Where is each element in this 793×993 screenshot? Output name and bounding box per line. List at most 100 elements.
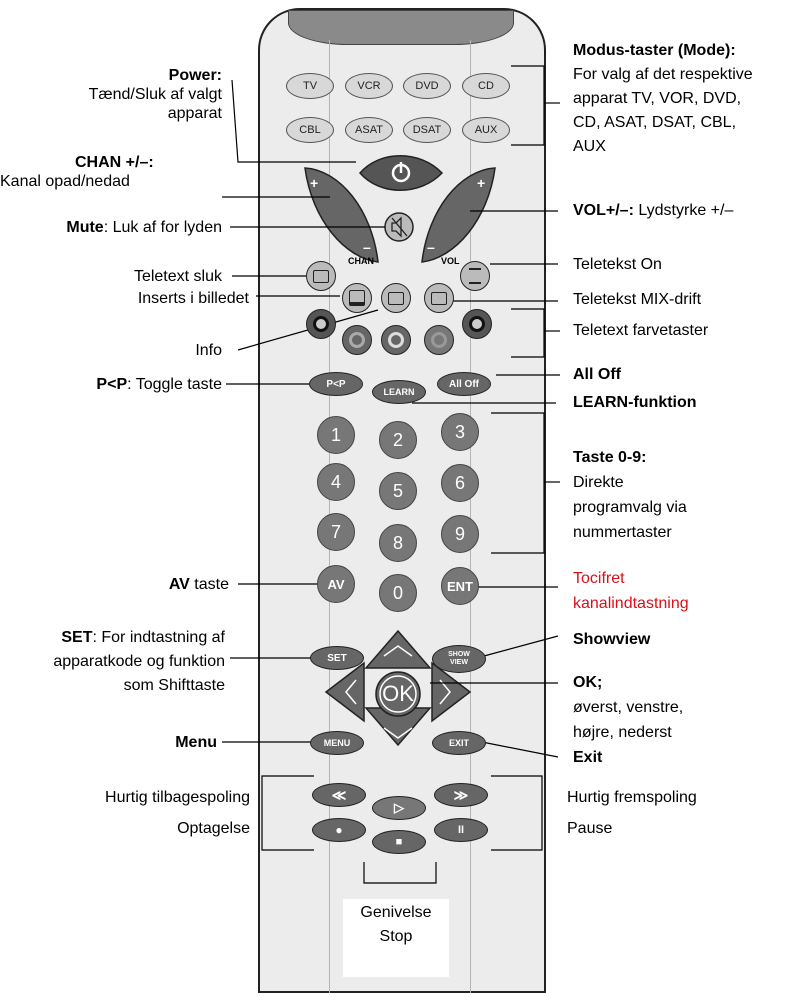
vol-label-text: VOL+/–: Lydstyrke +/–	[573, 200, 733, 221]
pip-title: P<P	[96, 376, 128, 393]
all-off-button[interactable]: All Off	[437, 372, 491, 396]
chan-minus-label: –	[363, 239, 371, 255]
pip-desc: : Toggle taste	[127, 376, 222, 393]
vol-minus-label: –	[427, 239, 435, 255]
color-key-extra[interactable]	[462, 309, 492, 339]
vol-label: VOL	[441, 256, 460, 266]
ok-desc-1: øverst, venstre,	[573, 699, 684, 716]
showview-button[interactable]: SHOW VIEW	[432, 645, 486, 673]
color-key-blue[interactable]	[424, 325, 454, 355]
mode-desc-1: For valg af det respektive	[573, 66, 753, 83]
power-title: Power:	[168, 67, 222, 84]
ok-title: OK;	[573, 674, 603, 691]
digit-0-button[interactable]: 0	[379, 574, 417, 612]
vol-plus-label: +	[477, 175, 486, 191]
digit-6-button[interactable]: 6	[441, 464, 479, 502]
digits-desc-1: Direkte	[573, 474, 624, 491]
info-screen-icon	[388, 291, 404, 305]
info-button[interactable]	[381, 283, 411, 313]
av-desc: taste	[189, 576, 229, 593]
rewind-button[interactable]: ≪	[312, 783, 366, 807]
mode-button-aux[interactable]: AUX	[462, 117, 510, 143]
teletext-mix-icon	[431, 291, 447, 305]
mute-label: Mute: Luk af for lyden	[0, 217, 222, 238]
mode-button-dvd[interactable]: DVD	[403, 73, 451, 99]
ent-button[interactable]: ENT	[441, 567, 479, 605]
chan-desc: Kanal opad/nedad	[0, 173, 130, 190]
mode-button-cbl[interactable]: CBL	[286, 117, 334, 143]
showview-label: Showview	[573, 631, 651, 648]
color-key-yellow[interactable]	[381, 325, 411, 355]
av-button[interactable]: AV	[317, 565, 355, 603]
ok-desc-2: højre, nederst	[573, 724, 672, 741]
stop-button[interactable]: ■	[372, 830, 426, 854]
inserts-button[interactable]	[342, 283, 372, 313]
menu-button[interactable]: MENU	[310, 731, 364, 755]
mode-desc-3: CD, ASAT, DSAT, CBL,	[573, 114, 737, 131]
teletext-mix-label: Teletekst MIX-drift	[573, 291, 702, 308]
vol-title: VOL+/–:	[573, 202, 634, 219]
set-desc-1: : For indtastning af	[92, 629, 225, 646]
mute-desc: : Luk af for lyden	[103, 219, 222, 236]
learn-button[interactable]: LEARN	[372, 380, 426, 404]
power-desc-1: Tænd/Sluk af valgt	[88, 86, 222, 103]
tv-screen-icon	[313, 269, 329, 283]
set-desc-3: som Shifttaste	[123, 677, 225, 694]
teletext-off-button[interactable]	[306, 261, 336, 291]
mute-title: Mute	[66, 219, 104, 236]
av-label: AV taste	[0, 574, 229, 595]
remote-ir-window	[288, 10, 514, 45]
teletext-colors-label: Teletext farvetaster	[573, 322, 709, 339]
ok-label: OK	[382, 681, 414, 706]
stop-label: Stop	[379, 928, 413, 945]
color-key-green[interactable]	[342, 325, 372, 355]
digit-2-button[interactable]: 2	[379, 421, 417, 459]
digit-9-button[interactable]: 9	[441, 515, 479, 553]
teletext-on-button[interactable]	[460, 261, 490, 291]
teletext-off-label: Teletext sluk	[133, 268, 222, 285]
digit-7-button[interactable]: 7	[317, 513, 355, 551]
color-key-red[interactable]	[306, 309, 336, 339]
digit-5-button[interactable]: 5	[379, 472, 417, 510]
set-button[interactable]: SET	[310, 646, 364, 670]
digit-8-button[interactable]: 8	[379, 524, 417, 562]
forward-label: Hurtig fremspoling	[567, 789, 697, 806]
teletext-mix-button[interactable]	[424, 283, 454, 313]
body-seam-right	[470, 40, 471, 993]
set-desc-2: apparatkode og funktion	[53, 653, 225, 670]
play-label: Genivelse	[360, 904, 432, 921]
menu-label: Menu	[175, 734, 217, 751]
exit-button[interactable]: EXIT	[432, 731, 486, 755]
play-button[interactable]: ▷	[372, 796, 426, 820]
vol-desc: Lydstyrke +/–	[633, 202, 734, 219]
split-screen-icon	[349, 290, 365, 306]
pause-button[interactable]: II	[434, 818, 488, 842]
chan-title: CHAN +/–:	[75, 154, 154, 171]
learn-label: LEARN-funktion	[573, 394, 697, 411]
set-label-line-1: SET: For indtastning af	[0, 627, 225, 648]
tocifret-label-1: Tocifret	[573, 570, 625, 587]
forward-button[interactable]: ≫	[434, 783, 488, 807]
digit-1-button[interactable]: 1	[317, 416, 355, 454]
mode-button-vcr[interactable]: VCR	[345, 73, 393, 99]
mode-button-asat[interactable]: ASAT	[345, 117, 393, 143]
power-desc-2: apparat	[167, 105, 222, 122]
digits-desc-3: nummertaster	[573, 524, 672, 541]
mode-button-cd[interactable]: CD	[462, 73, 510, 99]
pip-label: P<P: Toggle taste	[0, 374, 222, 395]
record-button[interactable]: ●	[312, 818, 366, 842]
mode-title: Modus-taster (Mode):	[573, 42, 736, 59]
digit-3-button[interactable]: 3	[441, 413, 479, 451]
digits-desc-2: programvalg via	[573, 499, 687, 516]
showview-label-2: VIEW	[450, 659, 468, 666]
pip-button[interactable]: P<P	[309, 372, 363, 396]
chan-plus-label: +	[310, 175, 319, 191]
pause-label: Pause	[567, 820, 613, 837]
mode-desc-4: AUX	[573, 138, 606, 155]
mode-button-dsat[interactable]: DSAT	[403, 117, 451, 143]
info-label: Info	[195, 342, 222, 359]
mode-button-tv[interactable]: TV	[286, 73, 334, 99]
mode-desc-2: apparat TV, VOR, DVD,	[573, 90, 742, 107]
digit-4-button[interactable]: 4	[317, 463, 355, 501]
